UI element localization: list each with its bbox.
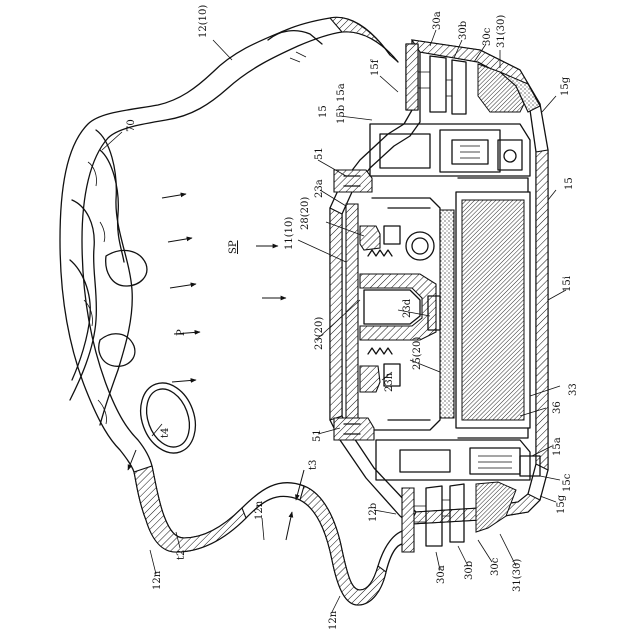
label-51-top: 51 bbox=[314, 147, 325, 160]
label-15a-top: 15a bbox=[336, 83, 347, 102]
label-23h: 23h bbox=[384, 372, 395, 392]
label-12n-bottom: 12n bbox=[328, 610, 339, 630]
label-30b-top: 30b bbox=[458, 21, 469, 40]
label-15: 15 bbox=[318, 105, 329, 118]
pressure-arrows bbox=[162, 194, 286, 382]
label-sp: SP bbox=[228, 240, 239, 254]
label-70: 70 bbox=[126, 119, 137, 132]
label-30c-top: 30c bbox=[482, 27, 493, 46]
label-36: 36 bbox=[552, 401, 563, 414]
label-33: 33 bbox=[568, 383, 579, 396]
label-t3: t3 bbox=[308, 460, 319, 470]
label-31-30-top: 31(30) bbox=[496, 15, 507, 48]
label-23a: 23a bbox=[314, 179, 325, 198]
label-15-right: 15 bbox=[564, 177, 575, 190]
label-15i: 15i bbox=[562, 276, 573, 292]
bottom-internal-block bbox=[376, 440, 540, 480]
label-15g-top: 15g bbox=[560, 76, 571, 96]
label-12-10: 12(10) bbox=[198, 5, 209, 38]
label-31-30-bottom: 31(30) bbox=[512, 559, 523, 592]
label-12n-mid: 12n bbox=[254, 500, 265, 520]
label-30c-bottom: 30c bbox=[490, 557, 501, 576]
label-23-20: 23(20) bbox=[314, 317, 325, 350]
label-15a-bottom: 15a bbox=[552, 437, 563, 456]
label-11-10: 11(10) bbox=[284, 217, 295, 250]
label-28-20: 28(20) bbox=[300, 197, 311, 230]
hand-illustration bbox=[70, 130, 147, 425]
label-12n-left: 12n bbox=[152, 570, 163, 590]
label-30a-top: 30a bbox=[432, 11, 443, 30]
label-t4: t4 bbox=[160, 428, 171, 438]
label-15g-bottom: 15g bbox=[556, 494, 567, 514]
pump-assembly bbox=[334, 170, 454, 440]
label-t2: t2 bbox=[176, 550, 187, 560]
label-15f: 15f bbox=[370, 58, 381, 76]
battery-cell bbox=[456, 178, 530, 438]
label-15c: 15c bbox=[562, 473, 573, 492]
label-p: P bbox=[176, 329, 187, 336]
label-15b: 15b bbox=[336, 105, 347, 124]
label-30b-bottom: 30b bbox=[464, 561, 475, 580]
label-30a-bottom: 30a bbox=[436, 565, 447, 584]
label-23d: 23d bbox=[402, 298, 413, 318]
motor-block bbox=[370, 124, 530, 176]
label-12b: 12b bbox=[368, 503, 379, 522]
label-51-bottom: 51 bbox=[312, 429, 323, 442]
label-25-20: 25(20) bbox=[412, 337, 423, 370]
